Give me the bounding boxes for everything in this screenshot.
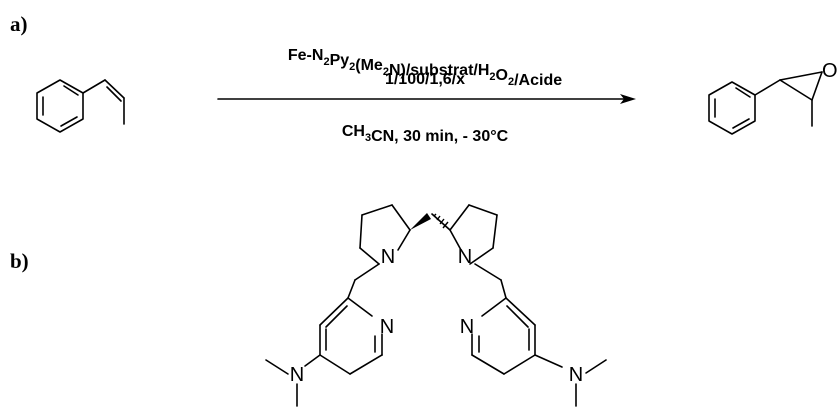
pyridine-bond <box>503 354 536 375</box>
product-benzene-ring <box>708 81 756 135</box>
methylene-linker-bond <box>500 279 507 299</box>
pyridine-bond <box>471 354 505 375</box>
dimethylamino-nitrogen-left: N <box>290 364 304 386</box>
dimethylamino-bond <box>304 354 321 367</box>
pyrrolidine-bond <box>449 204 470 231</box>
reaction-conditions-line-1: Fe-N2Py2(Me2N)/substrat/H2O2/Acide <box>288 47 562 89</box>
pyridine-bond <box>319 354 351 375</box>
pyrrolidine-bond <box>449 229 462 251</box>
panel-label-a: a) <box>10 12 28 36</box>
reactant-cis-beta-methylstyrene <box>36 79 125 133</box>
pyridine-bond <box>319 297 349 326</box>
reactant-vinyl-bond <box>82 79 106 94</box>
pyridine-double-bond <box>506 305 529 328</box>
pyrrolidine-bond <box>391 204 411 231</box>
product-aromatic-bond <box>732 118 750 129</box>
methylene-linker-bond <box>354 263 380 281</box>
pyrrolidine-bond <box>468 204 498 216</box>
methylene-linker-bond <box>474 263 502 281</box>
reaction-arrow-head <box>620 94 636 104</box>
methyl-bond <box>265 359 289 375</box>
pyridine-nitrogen-right: N <box>460 316 474 338</box>
product-epoxide-ring-bond <box>779 71 823 81</box>
panel-label-b: b) <box>10 249 29 273</box>
ligand-structure: N N N N N N <box>265 204 607 407</box>
product-epoxide: O <box>708 60 837 135</box>
dimethylamino-nitrogen-right: N <box>569 364 583 386</box>
stereo-wedge-bond <box>410 213 431 230</box>
methyl-bond <box>585 359 607 374</box>
pyrrolidine-bond <box>359 247 380 265</box>
reactant-aromatic-bond <box>60 116 78 127</box>
reactant-benzene-ring <box>36 79 84 133</box>
methylene-linker-bond <box>347 279 356 299</box>
pyrrolidine-bond <box>361 204 393 216</box>
reaction-arrow-group: Fe-N2Py2(Me2N)/substrat/H2O2/Acide 1/100… <box>217 47 636 145</box>
product-epoxide-ring-bond <box>779 79 813 101</box>
product-aromatic-bond <box>735 87 751 98</box>
pyridine-bond <box>349 354 383 375</box>
reactant-alkene-bond <box>104 79 125 99</box>
pyridine-double-bond <box>325 305 348 328</box>
reactant-alkene-double-bond <box>106 86 122 102</box>
pyrrolidine-nitrogen-right: N <box>458 246 472 268</box>
pyrrolidine-bond <box>469 247 494 265</box>
pyrrolidine-bond <box>492 214 498 249</box>
stereo-hash-bond <box>433 213 449 229</box>
pyridine-bond <box>505 297 536 326</box>
pyrrolidine-bond <box>397 229 411 251</box>
product-epoxide-oxygen: O <box>822 60 837 82</box>
reactant-aromatic-bond <box>63 85 79 96</box>
product-phenyl-bond <box>754 79 781 96</box>
pyrrolidine-nitrogen-left: N <box>381 246 395 268</box>
product-epoxide-ring-bond <box>811 71 823 101</box>
pyrrolidine-bond <box>359 214 363 249</box>
pyridine-bond <box>347 297 373 317</box>
pyridine-nitrogen-left: N <box>380 316 394 338</box>
reaction-conditions-line-3: CH3CN, 30 min, - 30°C <box>342 123 509 145</box>
reaction-ratio: 1/100/1,6/x <box>385 71 465 88</box>
pyridine-bond <box>481 297 507 317</box>
dimethylamino-bond <box>534 354 563 368</box>
